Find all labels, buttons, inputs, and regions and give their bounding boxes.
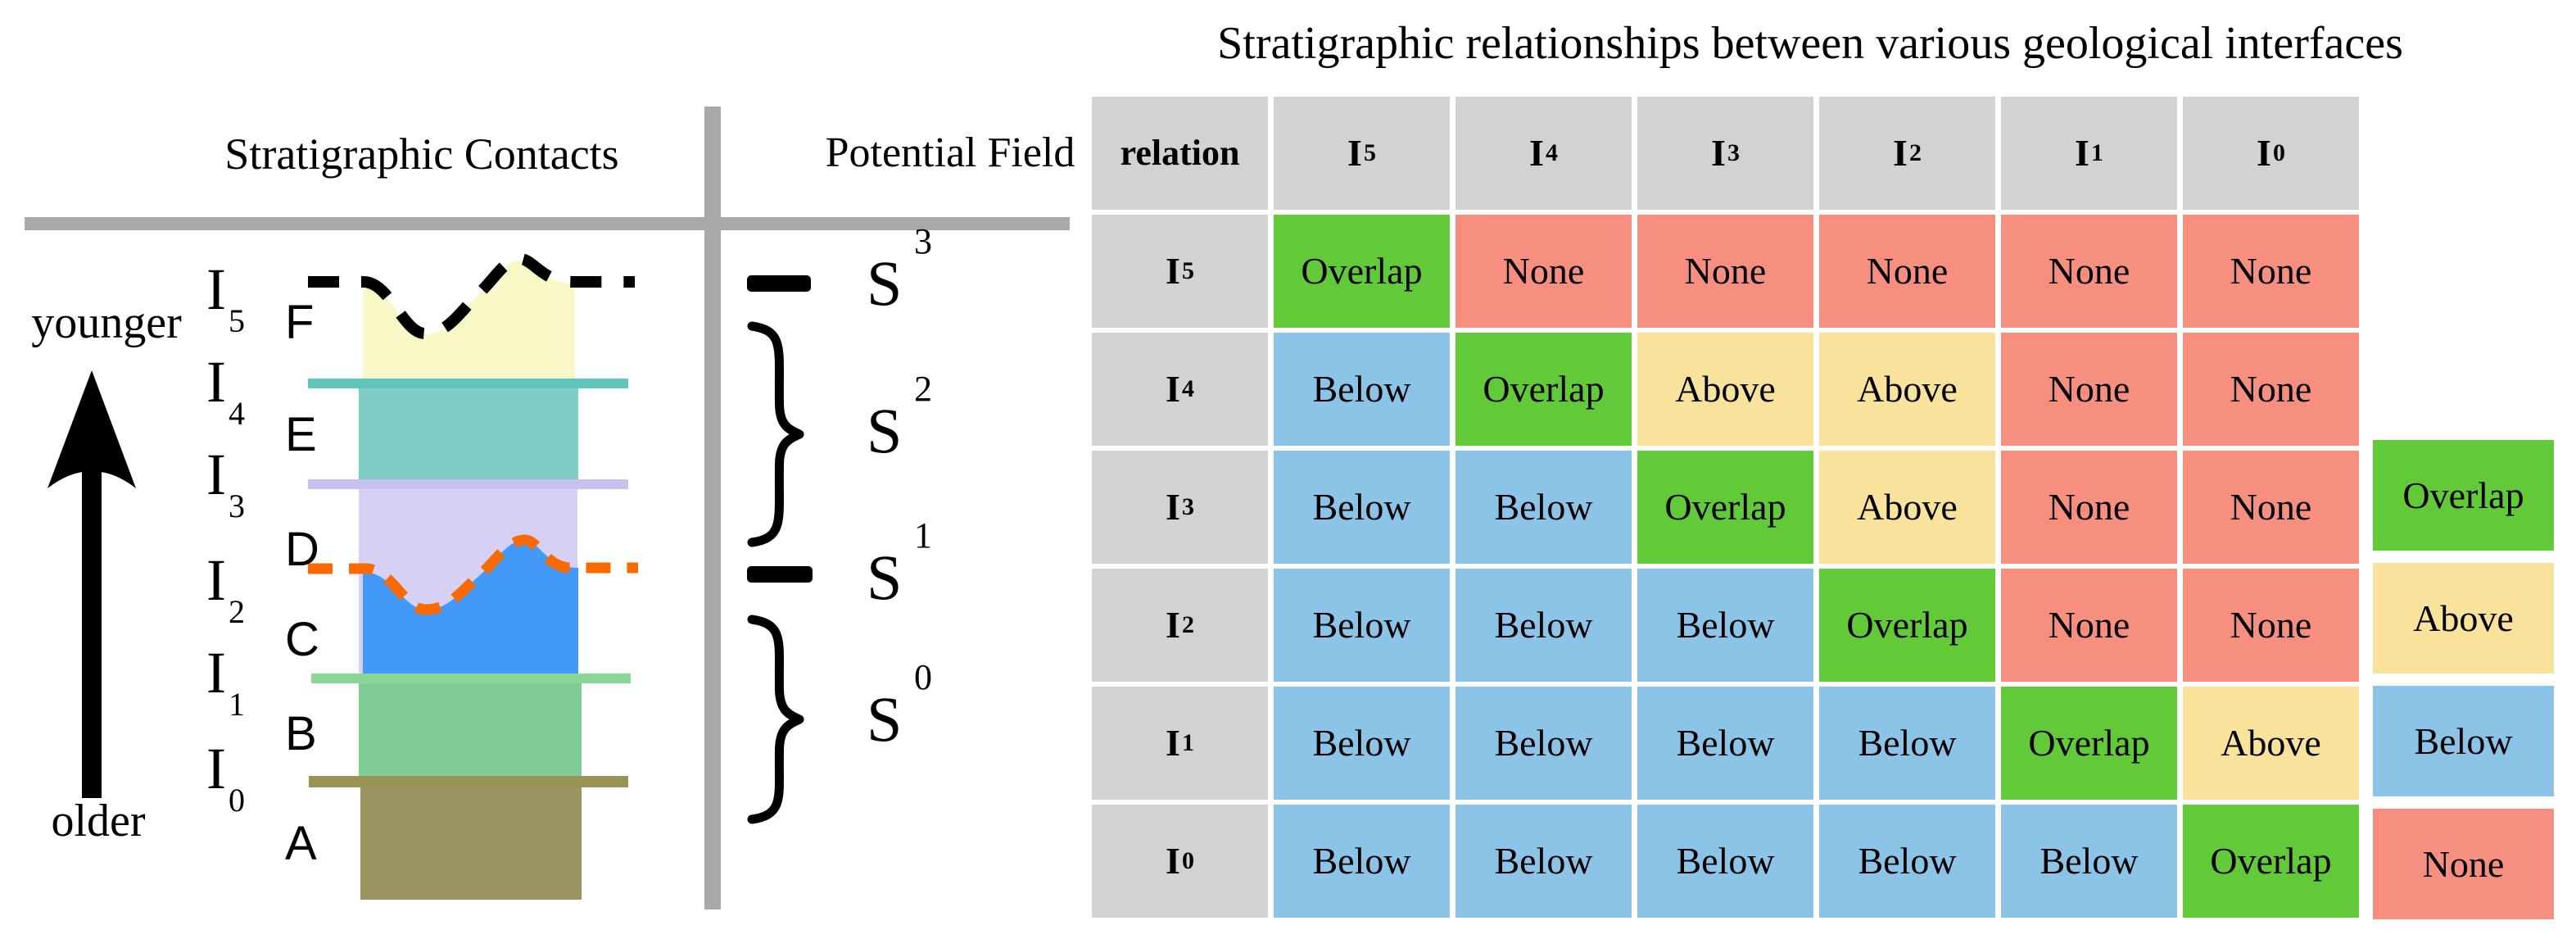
interface-label-I5: I5 <box>206 256 245 339</box>
relation-cell-I5-I1: None <box>2001 215 2177 328</box>
contact-I2-dashed-curve <box>308 534 638 615</box>
layer-letter-D: D <box>285 523 319 576</box>
interface-label-I0: I0 <box>206 736 245 819</box>
relation-cell-I3-I2: Above <box>1819 451 1995 564</box>
middle-panel-title: Potential Field <box>825 129 1075 176</box>
relation-cell-I0-I2: Below <box>1819 805 1995 918</box>
layer-E-body <box>359 388 578 479</box>
relation-cell-I3-I3: Overlap <box>1637 451 1813 564</box>
layer-letter-A: A <box>285 817 317 870</box>
contact-I4-line <box>308 379 628 388</box>
relation-cell-I4-I0: None <box>2183 333 2359 446</box>
relation-cell-I2-I1: None <box>2001 569 2177 682</box>
layer-letter-E: E <box>285 408 317 461</box>
panel-divider-bar <box>704 107 721 909</box>
relation-cell-I5-I5: Overlap <box>1274 215 1450 328</box>
relation-cell-I1-I4: Below <box>1456 687 1632 800</box>
relation-cell-I5-I3: None <box>1637 215 1813 328</box>
layer-letter-F: F <box>285 296 315 349</box>
series-S0-brace <box>747 615 804 824</box>
relation-cell-I4-I2: Above <box>1819 333 1995 446</box>
table-corner-header: relation <box>1092 97 1268 210</box>
series-S3-dash-marker <box>747 275 811 292</box>
relation-cell-I5-I0: None <box>2183 215 2359 328</box>
contact-I3-line <box>308 479 628 489</box>
relation-cell-I2-I5: Below <box>1274 569 1450 682</box>
interface-label-I4: I4 <box>206 349 245 432</box>
relation-cell-I1-I5: Below <box>1274 687 1450 800</box>
relation-cell-I3-I1: None <box>2001 451 2177 564</box>
older-label: older <box>51 796 146 846</box>
relation-cell-I0-I1: Below <box>2001 805 2177 918</box>
relation-cell-I4-I4: Overlap <box>1456 333 1632 446</box>
left-panel-title: Stratigraphic Contacts <box>224 129 619 179</box>
legend-item-none: None <box>2373 809 2554 919</box>
relation-cell-I2-I3: Below <box>1637 569 1813 682</box>
younger-label: younger <box>31 297 182 348</box>
series-S1-dash-marker <box>747 566 813 583</box>
relation-cell-I1-I3: Below <box>1637 687 1813 800</box>
relation-cell-I0-I3: Below <box>1637 805 1813 918</box>
relation-cell-I0-I4: Below <box>1456 805 1632 918</box>
interface-label-I1: I1 <box>206 640 245 723</box>
relation-cell-I3-I0: None <box>2183 451 2359 564</box>
relation-cell-I1-I1: Overlap <box>2001 687 2177 800</box>
relation-cell-I0-I5: Below <box>1274 805 1450 918</box>
legend-item-below: Below <box>2373 686 2554 796</box>
contact-I0-line <box>309 776 628 787</box>
relation-cell-I5-I2: None <box>1819 215 1995 328</box>
layer-letter-C: C <box>285 613 319 666</box>
layer-F-body <box>363 261 575 379</box>
contact-I1-line <box>311 674 631 683</box>
horizontal-axis-bar <box>25 217 1070 230</box>
layer-letter-B: B <box>285 707 317 760</box>
relation-cell-I2-I4: Below <box>1456 569 1632 682</box>
contact-I5-dashed-curve <box>308 252 635 340</box>
relation-cell-I3-I5: Below <box>1274 451 1450 564</box>
relation-cell-I4-I1: None <box>2001 333 2177 446</box>
legend-item-above: Above <box>2373 563 2554 674</box>
relation-cell-I1-I2: Below <box>1819 687 1995 800</box>
relation-cell-I4-I3: Above <box>1637 333 1813 446</box>
relation-cell-I4-I5: Below <box>1274 333 1450 446</box>
layer-B-body <box>359 683 582 776</box>
relation-cell-I0-I0: Overlap <box>2183 805 2359 918</box>
main-title: Stratigraphic relationships between vari… <box>1217 18 2403 69</box>
series-S2-brace <box>747 321 804 547</box>
legend-item-overlap: Overlap <box>2373 440 2554 551</box>
relation-cell-I3-I4: Below <box>1456 451 1632 564</box>
interface-label-I2: I2 <box>206 547 245 630</box>
relation-cell-I1-I0: Above <box>2183 687 2359 800</box>
younger-older-arrow <box>48 370 136 798</box>
relation-cell-I2-I2: Overlap <box>1819 569 1995 682</box>
layer-A-body <box>360 787 582 900</box>
relation-cell-I2-I0: None <box>2183 569 2359 682</box>
layer-C-body <box>363 540 578 677</box>
interface-label-I3: I3 <box>206 442 245 524</box>
relation-cell-I5-I4: None <box>1456 215 1632 328</box>
